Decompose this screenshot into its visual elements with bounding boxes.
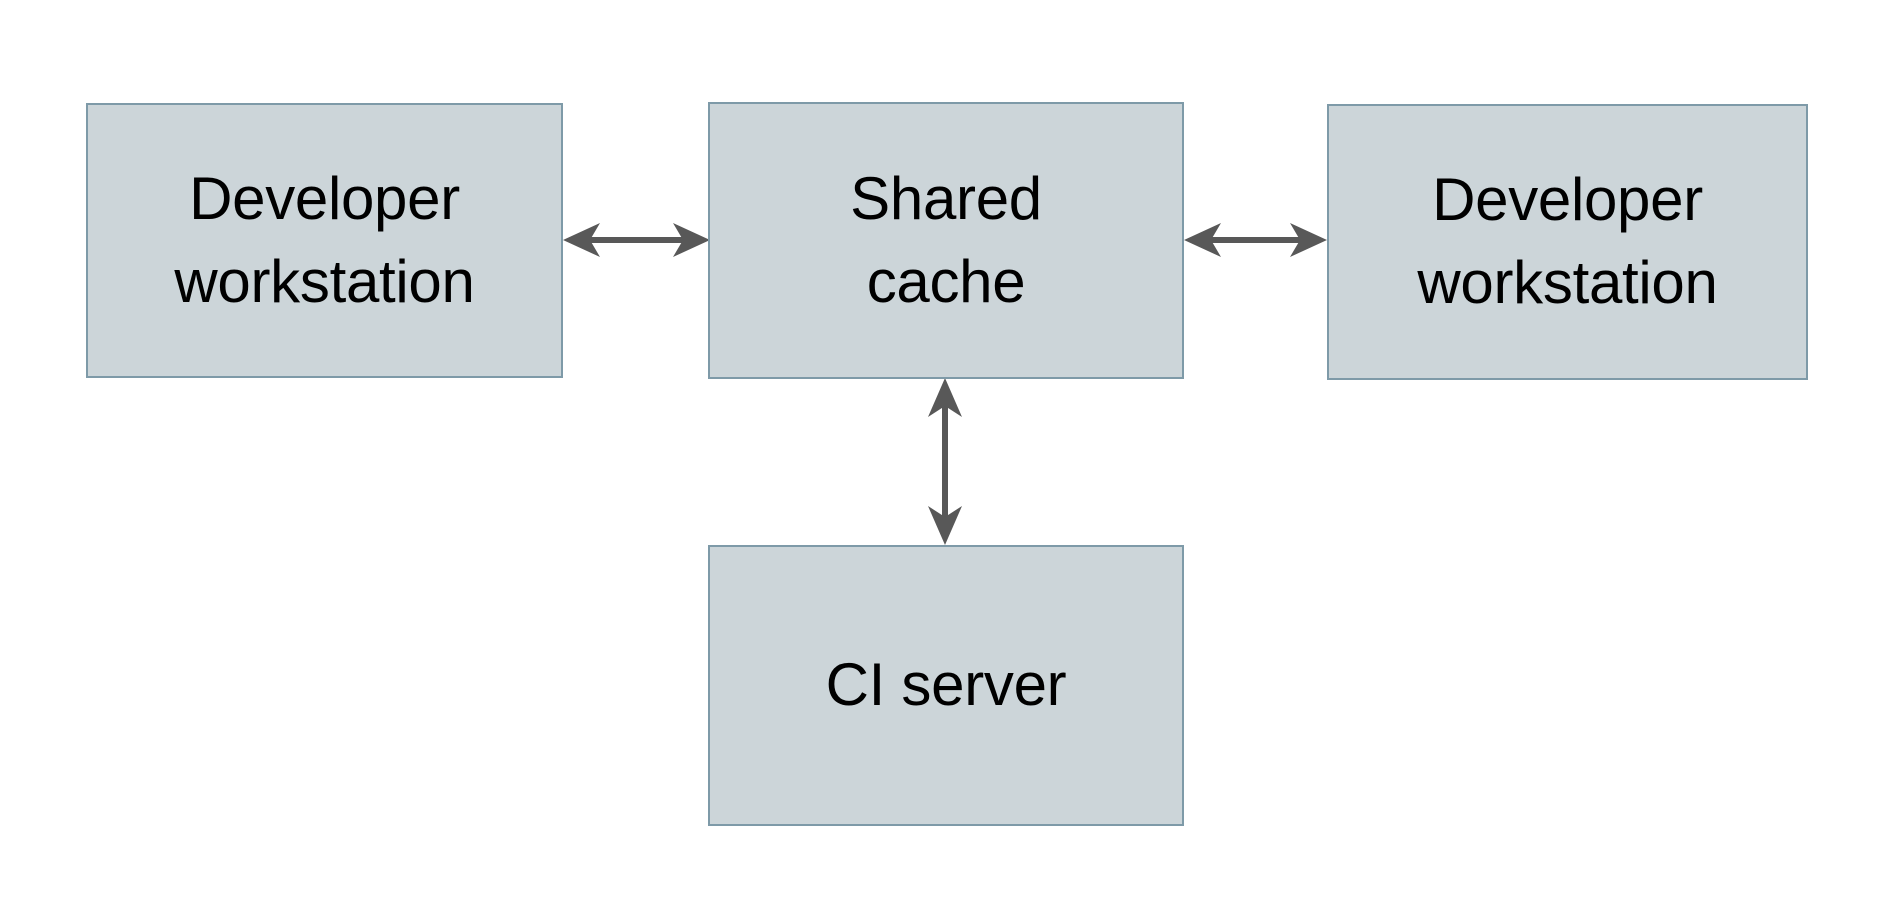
edge-dev-left-cache-arrowhead-start — [563, 223, 600, 257]
node-label-developer-workstation-left: Developer workstation — [174, 164, 475, 315]
node-ci-server[interactable]: CI server — [708, 545, 1184, 826]
node-shared-cache[interactable]: Shared cache — [708, 102, 1184, 379]
edge-cache-ci-arrowhead-start — [928, 378, 962, 417]
edge-cache-dev-right-arrowhead-end — [1290, 223, 1327, 257]
edge-cache-dev-right-arrowhead-start — [1184, 223, 1221, 257]
edge-cache-ci — [928, 378, 962, 545]
edge-dev-left-cache-arrowhead-end — [673, 223, 710, 257]
edge-dev-left-cache — [563, 223, 710, 257]
edge-cache-dev-right — [1184, 223, 1327, 257]
node-label-developer-workstation-right: Developer workstation — [1417, 166, 1718, 316]
node-label-ci-server: CI server — [825, 651, 1067, 719]
node-label-shared-cache: Shared cache — [850, 164, 1042, 315]
node-developer-workstation-right[interactable]: Developer workstation — [1327, 104, 1808, 380]
node-developer-workstation-left[interactable]: Developer workstation — [86, 103, 563, 378]
edge-cache-ci-arrowhead-end — [928, 506, 962, 545]
